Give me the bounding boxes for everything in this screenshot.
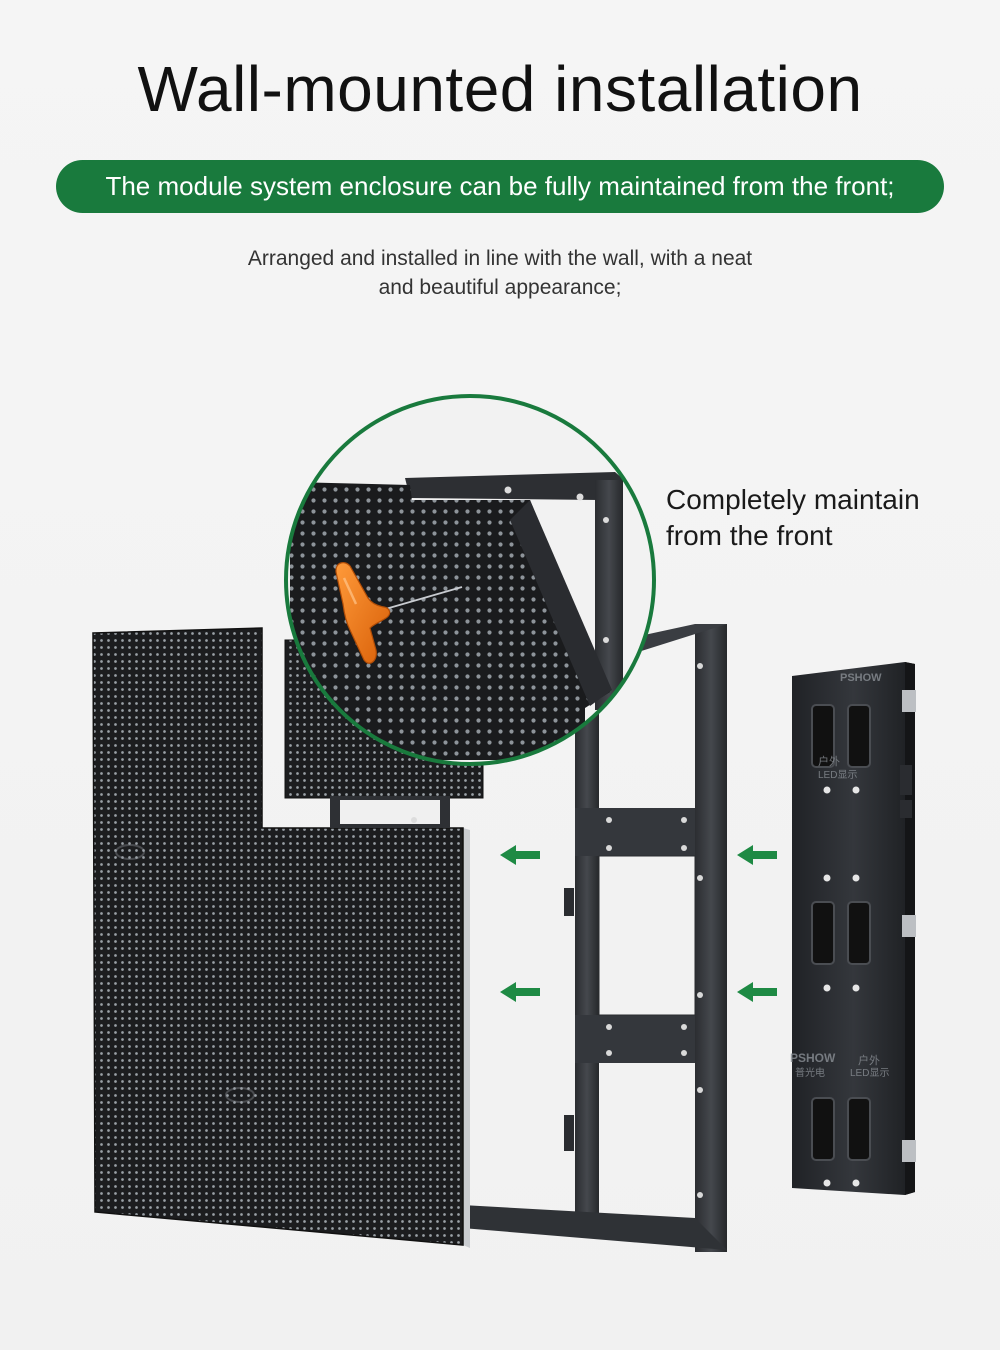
control-box-logo-sub-text-2: LED显示 bbox=[818, 769, 857, 781]
control-box-logo-sub-text-5: LED显示 bbox=[850, 1067, 889, 1079]
t-handle-hex-key-icon bbox=[335, 562, 463, 664]
arrow-left-icon bbox=[500, 845, 540, 865]
callout-line-2: from the front bbox=[666, 520, 833, 551]
page-title: Wall-mounted installation bbox=[137, 53, 863, 125]
feature-banner: The module system enclosure can be fully… bbox=[56, 160, 944, 213]
arrow-left-icon bbox=[737, 845, 777, 865]
cabinet-frame bbox=[462, 624, 727, 1252]
feature-description: Arranged and installed in line with the … bbox=[150, 244, 850, 302]
description-line-2: and beautiful appearance; bbox=[378, 276, 622, 299]
control-box-logo-sub-text-3: 户外 bbox=[858, 1053, 880, 1067]
control-box-logo-text-2: PSHOW bbox=[790, 1051, 836, 1065]
arrow-left-icon bbox=[500, 982, 540, 1002]
control-box: PSHOW 户外 LED显示 PSHOW 户外 普光电 LED显示 bbox=[790, 662, 916, 1195]
control-box-logo-sub-text: 户外 bbox=[818, 754, 840, 768]
install-arrows bbox=[500, 845, 777, 1002]
magnified-detail bbox=[284, 394, 656, 766]
arrow-left-icon bbox=[737, 982, 777, 1002]
control-box-logo-text: PSHOW bbox=[840, 672, 882, 684]
front-maintenance-callout: Completely maintain from the front bbox=[666, 482, 986, 554]
callout-line-1: Completely maintain bbox=[666, 484, 920, 515]
description-line-1: Arranged and installed in line with the … bbox=[247, 247, 753, 270]
control-box-logo-sub-text-4: 普光电 bbox=[795, 1066, 825, 1079]
